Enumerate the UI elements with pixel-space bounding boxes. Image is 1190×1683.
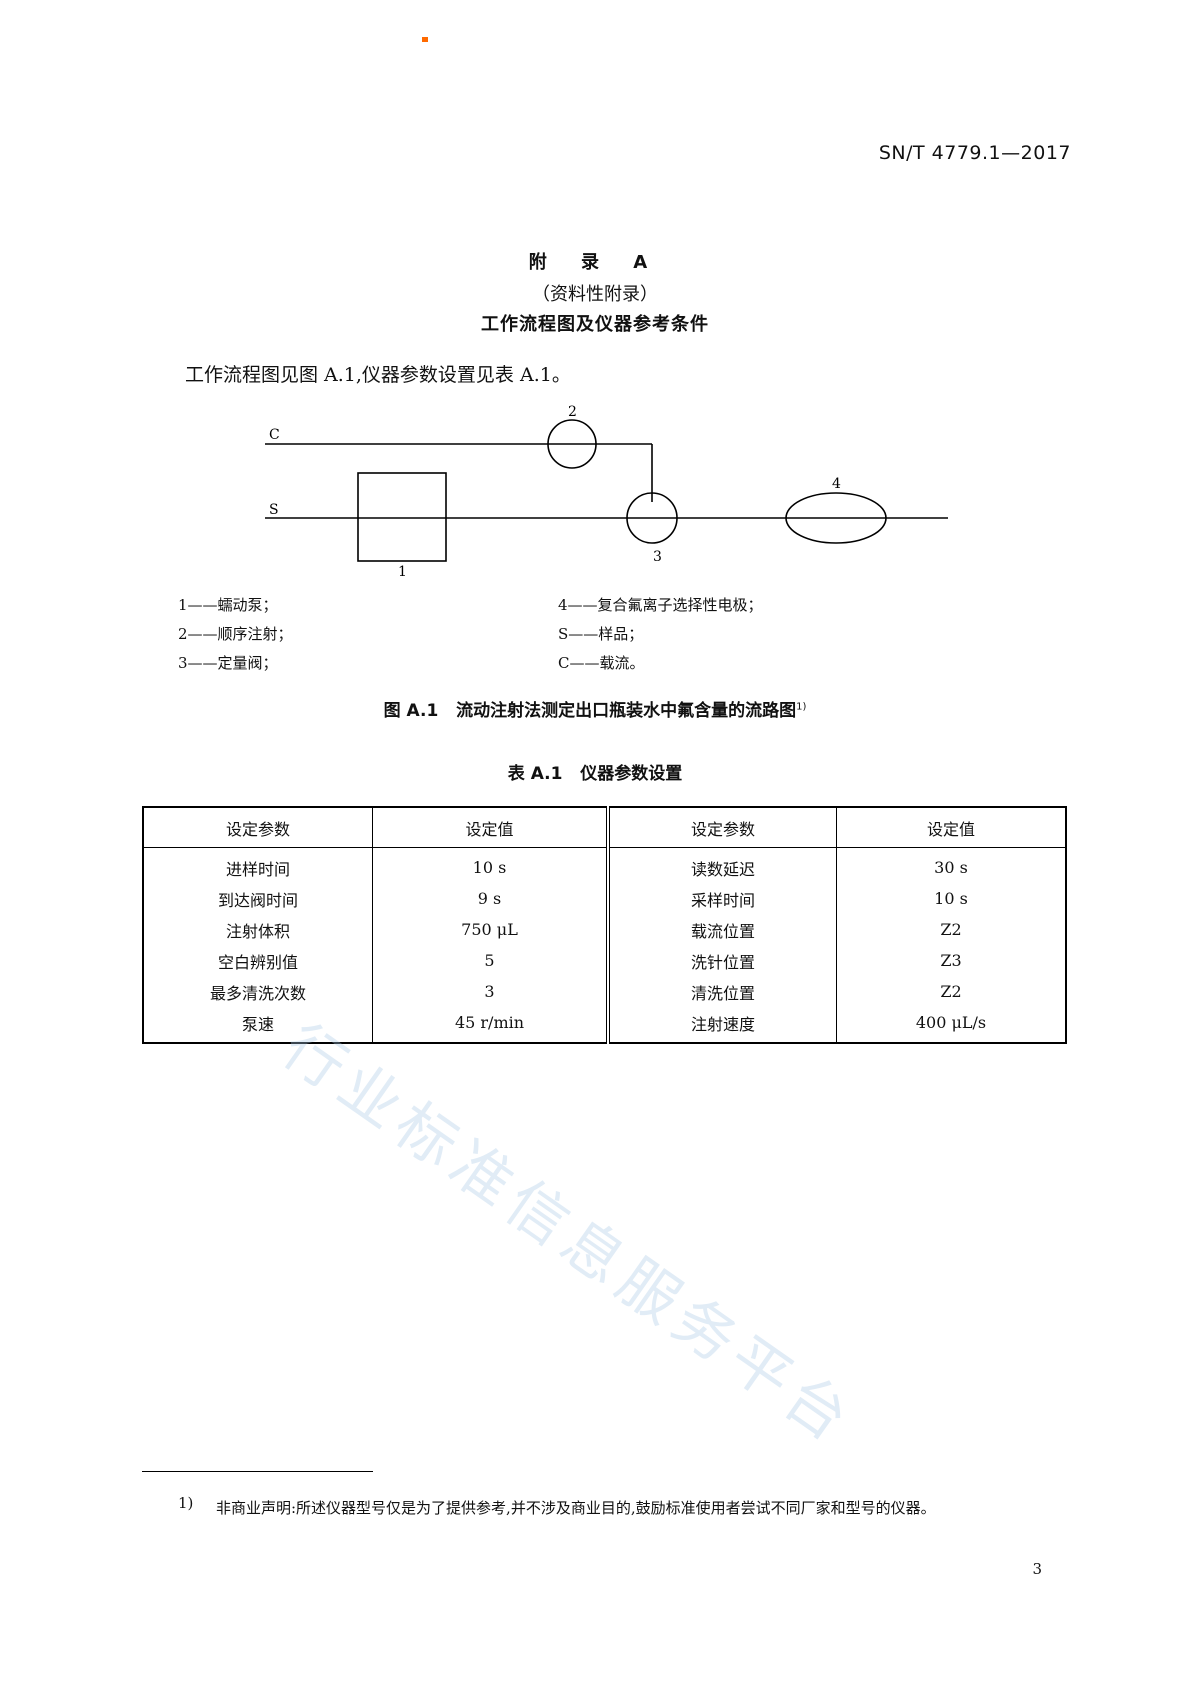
electrode-ellipse [785,492,887,544]
footnote-number: 1) [178,1494,194,1512]
flow-diagram: C S 1 2 3 4 [265,404,948,580]
legend-item: S——样品； [558,625,644,643]
sequential-injection-circle [547,419,597,469]
table-cell: 10 s [372,847,610,883]
table-row: 到达阀时间 9 s 采样时间 10 s [143,883,1066,914]
appendix-heading: 工作流程图及仪器参考条件 [481,314,709,335]
table-cell: 3 [372,976,610,1007]
table-header-cell: 设定参数 [608,807,837,848]
legend-item: 4——复合氟离子选择性电极； [558,596,763,614]
table-cell: 10 s [934,889,968,908]
page-number: 3 [1032,1560,1042,1578]
table-cell: 到达阀时间 [143,883,373,914]
table-row: 进样时间 10 s 读数延迟 30 s [143,847,1066,883]
table-row: 注射体积 750 μL 载流位置 Z2 [143,914,1066,945]
table-cell: Z2 [940,982,962,1001]
instrument-parameter-table: 设定参数 设定值 设定参数 设定值 进样时间 10 s 读数延迟 30 s 到达… [142,806,1067,1044]
intro-paragraph: 工作流程图见图 A.1,仪器参数设置见表 A.1。 [185,364,571,386]
table-row: 泵速 45 r/min 注射速度 400 μL/s [143,1007,1066,1043]
label-c: C [269,427,280,443]
table-cell: 读数延迟 [608,847,837,883]
standard-code: SN/T 4779.1—2017 [878,142,1071,164]
table-cell: 清洗位置 [608,976,837,1007]
table-header-cell: 设定值 [372,807,610,848]
table-cell: 9 s [372,883,610,914]
watermark: 行业标准信息服务平台 [269,1011,867,1459]
table-cell: 采样时间 [608,883,837,914]
figure-caption-footnote-ref: 1) [796,701,807,713]
appendix-subtitle: （资料性附录） [532,284,658,305]
table-row: 空白辨别值 5 洗针位置 Z3 [143,945,1066,976]
table-cell: 30 s [934,858,968,877]
label-2: 2 [568,404,577,420]
table-cell: 最多清洗次数 [143,976,373,1007]
footnote-text: 非商业声明:所述仪器型号仅是为了提供参考,并不涉及商业目的,鼓励标准使用者尝试不… [216,1499,936,1517]
label-s: S [269,502,279,518]
table-cell: 进样时间 [143,847,373,883]
quantitative-valve-circle [626,492,678,544]
table-header-cell: 设定值 [836,807,1066,848]
table-row: 最多清洗次数 3 清洗位置 Z2 [143,976,1066,1007]
table-cell: Z3 [940,951,962,970]
table-cell: Z2 [940,920,962,939]
table-cell: 750 μL [372,914,610,945]
legend-item: C——载流。 [558,654,645,672]
table-cell: 400 μL/s [915,1013,987,1032]
peristaltic-pump-box [357,472,447,562]
figure-caption-text: 图 A.1 流动注射法测定出口瓶装水中氟含量的流路图 [383,701,797,721]
label-1: 1 [398,564,407,580]
appendix-title: 附 录 A [528,252,662,273]
legend-item: 3——定量阀； [178,654,278,672]
table-cell: 注射速度 [608,1007,837,1043]
table-header-cell: 设定参数 [143,807,373,848]
table-caption: 表 A.1 仪器参数设置 [507,764,683,784]
table-cell: 洗针位置 [608,945,837,976]
table-cell: 泵速 [143,1007,373,1043]
label-4: 4 [832,476,841,492]
table-cell: 空白辨别值 [143,945,373,976]
orange-mark [422,37,428,42]
table-cell: 5 [372,945,610,976]
label-3: 3 [653,549,662,565]
table-cell: 45 r/min [372,1007,610,1043]
legend-item: 1——蠕动泵； [178,596,278,614]
footnote-rule [142,1471,373,1472]
table-cell: 载流位置 [608,914,837,945]
table-cell: 注射体积 [143,914,373,945]
legend-item: 2——顺序注射； [178,625,293,643]
figure-caption: 图 A.1 流动注射法测定出口瓶装水中氟含量的流路图1) [0,696,1190,721]
table-header-row: 设定参数 设定值 设定参数 设定值 [143,807,1066,848]
